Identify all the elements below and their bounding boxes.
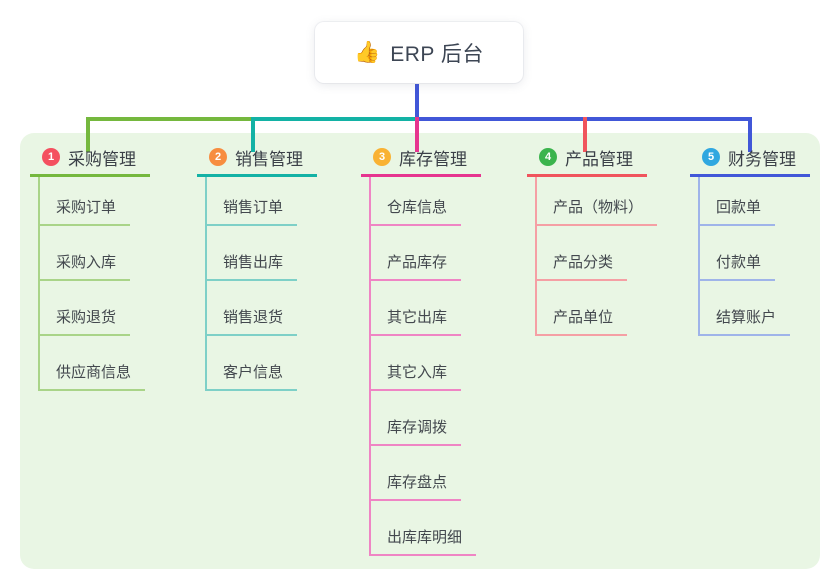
- branch-title-label: 产品管理: [565, 149, 633, 169]
- mindmap-node[interactable]: 销售退货: [207, 281, 298, 336]
- branch-title[interactable]: 1 采购管理: [30, 146, 150, 177]
- branch-children: 仓库信息产品库存其它出库其它入库库存调拨库存盘点出库库明细: [369, 177, 477, 556]
- mindmap-node[interactable]: 付款单: [700, 226, 790, 281]
- mindmap-node[interactable]: 采购入库: [40, 226, 145, 281]
- mindmap-node[interactable]: 库存盘点: [371, 446, 476, 501]
- mindmap-node-label: 销售退货: [207, 306, 298, 336]
- thumbs-up-icon: 👍: [354, 41, 381, 64]
- mindmap-node-label: 产品库存: [371, 251, 462, 281]
- branch-3: 3 库存管理仓库信息产品库存其它出库其它入库库存调拨库存盘点出库库明细: [361, 146, 481, 556]
- mindmap-node-label: 产品单位: [537, 306, 628, 336]
- mindmap-node-label: 其它出库: [371, 306, 462, 336]
- mindmap-node-label: 供应商信息: [40, 361, 146, 391]
- mindmap-node-label: 产品（物料）: [537, 196, 658, 226]
- mindmap-node[interactable]: 回款单: [700, 177, 790, 226]
- mindmap-node-label: 采购退货: [40, 306, 131, 336]
- mindmap-node[interactable]: 销售出库: [207, 226, 298, 281]
- mindmap-node[interactable]: 产品分类: [537, 226, 657, 281]
- root-node-label: ERP 后台: [390, 42, 484, 66]
- connector-branch-drop: [251, 117, 255, 152]
- branch-5: 5 财务管理回款单付款单结算账户: [690, 146, 810, 336]
- branch-number-badge: 3: [373, 148, 391, 166]
- mindmap-node[interactable]: 产品库存: [371, 226, 476, 281]
- branch-1: 1 采购管理采购订单采购入库采购退货供应商信息: [30, 146, 150, 391]
- mindmap-node[interactable]: 采购退货: [40, 281, 145, 336]
- mindmap-node[interactable]: 库存调拨: [371, 391, 476, 446]
- mindmap-node[interactable]: 其它入库: [371, 336, 476, 391]
- branch-children: 回款单付款单结算账户: [698, 177, 791, 336]
- branch-children: 产品（物料） 产品分类产品单位: [535, 177, 658, 336]
- mindmap-node-label: 产品分类: [537, 251, 628, 281]
- mindmap-node-label: 出库库明细: [371, 526, 477, 556]
- mindmap-node[interactable]: 出库库明细: [371, 501, 477, 556]
- mindmap-node[interactable]: 供应商信息: [40, 336, 146, 391]
- branch-title[interactable]: 5 财务管理: [690, 146, 810, 177]
- connector-hline-segment: [251, 117, 419, 121]
- mindmap-node[interactable]: 其它出库: [371, 281, 476, 336]
- branch-number-badge: 1: [42, 148, 60, 166]
- connector-branch-drop: [748, 117, 752, 152]
- branch-children: 销售订单销售出库销售退货客户信息: [205, 177, 298, 391]
- mindmap-node-label: 付款单: [700, 251, 776, 281]
- root-connector-stem: [415, 83, 419, 121]
- connector-branch-drop: [583, 117, 587, 152]
- mindmap-node-label: 客户信息: [207, 361, 298, 391]
- branch-title-label: 销售管理: [235, 149, 303, 169]
- mindmap-node[interactable]: 客户信息: [207, 336, 298, 391]
- mindmap-node[interactable]: 产品（物料）: [537, 177, 658, 226]
- mindmap-node-label: 库存调拨: [371, 416, 462, 446]
- mindmap-node-label: 回款单: [700, 196, 776, 226]
- branch-title-label: 采购管理: [68, 149, 136, 169]
- mindmap-node-label: 结算账户: [700, 306, 791, 336]
- mindmap-node-label: 仓库信息: [371, 196, 462, 226]
- connector-branch-drop: [415, 117, 419, 152]
- branch-title[interactable]: 2 销售管理: [197, 146, 317, 177]
- branch-title-label: 库存管理: [399, 149, 467, 169]
- mindmap-node-label: 其它入库: [371, 361, 462, 391]
- branch-children: 采购订单采购入库采购退货供应商信息: [38, 177, 146, 391]
- branch-number-badge: 5: [702, 148, 720, 166]
- branch-title[interactable]: 3 库存管理: [361, 146, 481, 177]
- mindmap-node[interactable]: 采购订单: [40, 177, 145, 226]
- branch-title[interactable]: 4 产品管理: [527, 146, 647, 177]
- branch-2: 2 销售管理销售订单销售出库销售退货客户信息: [197, 146, 317, 391]
- mindmap-node-label: 采购入库: [40, 251, 131, 281]
- root-node[interactable]: 👍 ERP 后台: [315, 22, 523, 83]
- connector-hline-segment: [86, 117, 255, 121]
- connector-branch-drop: [86, 117, 90, 152]
- branches-panel: [20, 133, 820, 569]
- branch-number-badge: 4: [539, 148, 557, 166]
- mindmap-node[interactable]: 产品单位: [537, 281, 657, 336]
- mindmap-node[interactable]: 结算账户: [700, 281, 791, 336]
- mindmap-node-label: 销售订单: [207, 196, 298, 226]
- branch-title-label: 财务管理: [728, 149, 796, 169]
- mindmap-node[interactable]: 销售订单: [207, 177, 298, 226]
- mindmap-node-label: 销售出库: [207, 251, 298, 281]
- branch-number-badge: 2: [209, 148, 227, 166]
- mindmap-node-label: 采购订单: [40, 196, 131, 226]
- branch-4: 4 产品管理产品（物料） 产品分类产品单位: [527, 146, 658, 336]
- mindmap-node-label: 库存盘点: [371, 471, 462, 501]
- mindmap-node[interactable]: 仓库信息: [371, 177, 476, 226]
